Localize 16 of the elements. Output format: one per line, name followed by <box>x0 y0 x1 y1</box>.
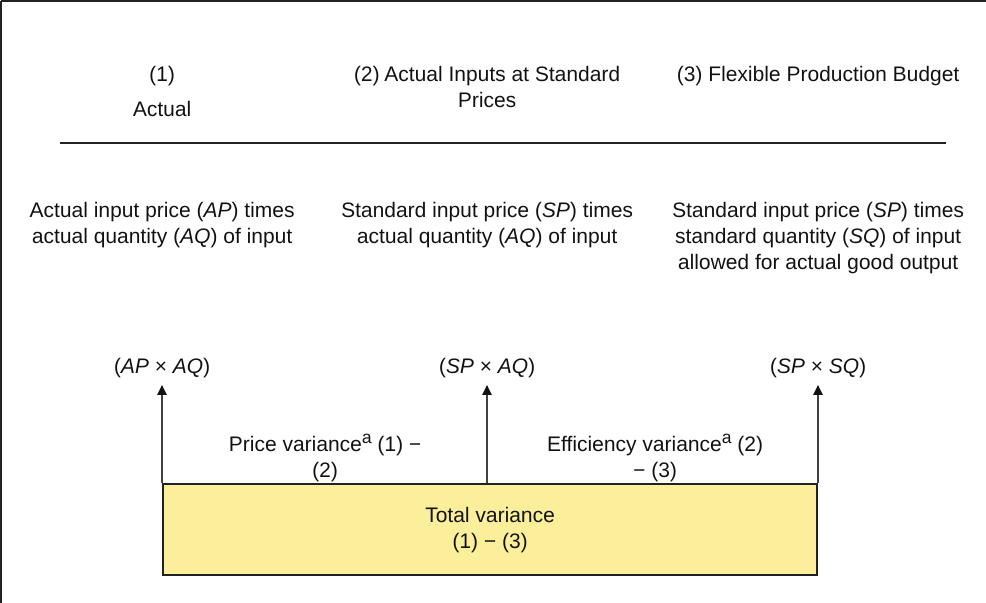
description-text: Standard input price (SP) times actual quantity (AQ) of input <box>340 198 634 250</box>
column-number: (1) <box>148 62 176 88</box>
variance-label: Price variance$^{a}$ (1) − (2) <box>228 426 422 484</box>
description-text: Actual input price (AP) times actual quantity (AQ) of input <box>28 198 296 250</box>
formula-text: (AP × AQ) <box>92 354 232 382</box>
formula-text: (SP × SQ) <box>748 354 888 382</box>
variance-label: Efficiency variance$^{a}$ (2) − (3) <box>546 426 764 484</box>
column-heading: (3) Flexible Production Budget <box>676 62 960 88</box>
formula-text: (SP × AQ) <box>417 354 557 382</box>
arrow <box>813 385 823 483</box>
column-heading: (2) Actual Inputs at Standard Prices <box>352 62 622 114</box>
arrow <box>157 385 167 483</box>
column-heading: Actual <box>132 97 192 123</box>
description-text: Standard input price (SP) times standard quantity (SQ) of input allowed for actual good output <box>671 198 965 276</box>
arrow <box>482 385 492 483</box>
total-variance-box: Total variance (1) − (3) <box>162 483 818 576</box>
